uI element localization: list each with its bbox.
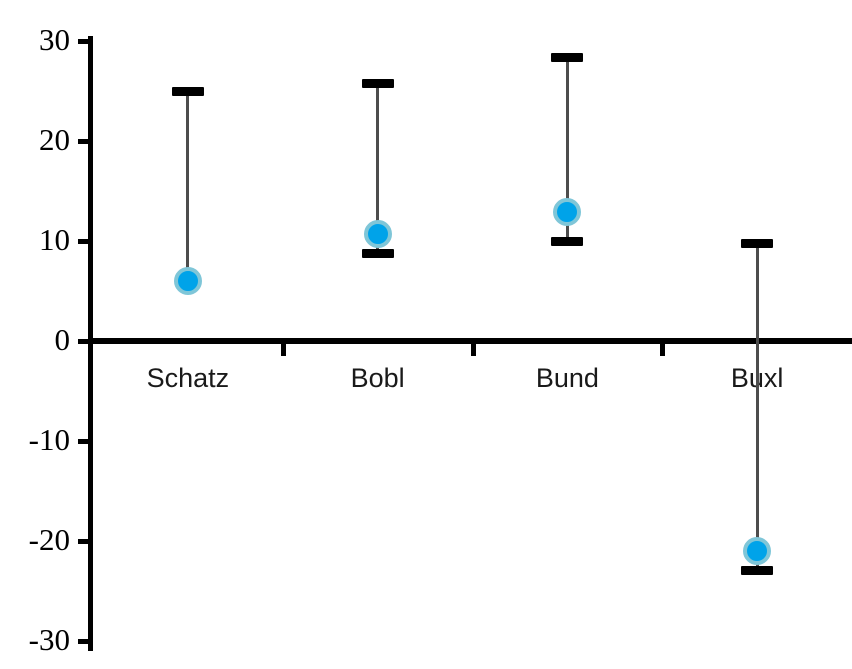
value-marker-bobl	[363, 220, 392, 248]
value-marker-bund	[553, 198, 582, 226]
y-tick-label: -30	[28, 622, 70, 657]
y-tick-mark	[78, 539, 90, 544]
x-axis-line	[88, 338, 852, 344]
value-marker-buxl	[743, 537, 772, 565]
y-tick-mark	[78, 639, 90, 644]
y-tick-label: -10	[28, 422, 70, 457]
y-tick-mark	[78, 339, 90, 344]
y-tick-mark	[78, 139, 90, 144]
y-tick-label: 10	[39, 222, 70, 257]
range-high-cap	[741, 239, 774, 248]
y-tick-label: 20	[39, 122, 70, 157]
y-tick-label: 0	[54, 322, 71, 357]
range-stem	[565, 57, 569, 241]
x-tick-label-schatz: Schatz	[146, 363, 230, 393]
y-tick-label: -20	[28, 522, 70, 557]
range-high-cap	[171, 87, 204, 96]
range-high-cap	[361, 79, 394, 88]
value-marker-schatz	[173, 267, 202, 295]
x-tick-mark	[660, 344, 666, 356]
x-tick-mark	[280, 344, 286, 356]
range-stem	[376, 83, 380, 253]
y-tick-mark	[78, 239, 90, 244]
range-low-cap	[361, 249, 394, 258]
y-tick-mark	[78, 39, 90, 44]
range-stem	[186, 91, 190, 281]
y-tick-mark	[78, 439, 90, 444]
y-tick-label: 30	[39, 22, 70, 57]
x-tick-mark	[470, 344, 476, 356]
range-high-cap	[551, 53, 584, 62]
x-tick-label-bund: Bund	[535, 363, 599, 393]
range-low-cap	[551, 237, 584, 246]
range-low-cap	[741, 566, 774, 575]
range-stem	[755, 243, 759, 570]
x-tick-label-bobl: Bobl	[350, 363, 405, 393]
